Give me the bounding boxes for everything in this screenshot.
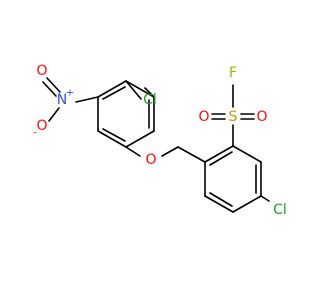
bond-n-o-top bbox=[46, 77, 61, 93]
atom-o-sulfonyl-left: O bbox=[198, 109, 209, 125]
atom-f-sulfonyl: F bbox=[229, 65, 237, 81]
atom-o-nitro-top: O bbox=[36, 63, 47, 79]
bond-ring1-b bbox=[97, 130, 127, 148]
atom-o-nitro-bottom-charge: - bbox=[33, 128, 37, 139]
bond-ring1-f bbox=[97, 80, 127, 98]
atom-labels: O N + O - Cl O S O O F Cl bbox=[33, 63, 287, 218]
atom-o-ether: O bbox=[145, 152, 156, 168]
bond-ring1-cl-b bbox=[125, 80, 142, 100]
atom-s-sulfonyl: S bbox=[229, 109, 238, 125]
atom-cl-right-ring: Cl bbox=[273, 202, 287, 218]
bond-ring1-nitro bbox=[75, 96, 99, 103]
bond-ring2-c bbox=[232, 195, 262, 213]
bond-ring1-c bbox=[125, 130, 155, 148]
bond-ring1-e bbox=[125, 80, 155, 98]
bond-ring2-f bbox=[204, 145, 234, 163]
bond-ring1-b-inner bbox=[102, 128, 126, 142]
atom-n-nitro-charge: + bbox=[66, 88, 74, 99]
molecule-structure: O N + O - Cl O S O O F Cl bbox=[33, 63, 287, 218]
bond-n-o-bottom bbox=[48, 107, 60, 122]
atom-o-sulfonyl-right: O bbox=[256, 109, 267, 125]
bond-ring1-cl bbox=[144, 87, 155, 98]
bonds bbox=[42, 77, 270, 213]
bond-ring2-e bbox=[232, 145, 262, 163]
bond-ring1-f-inner bbox=[102, 86, 126, 100]
atom-cl-left-ring: Cl bbox=[143, 92, 157, 108]
bond-n-o-top-double bbox=[42, 81, 57, 97]
bond-o-ch2 bbox=[161, 146, 179, 157]
bond-ring1-o bbox=[125, 146, 141, 157]
bond-ch2-ring2 bbox=[177, 146, 206, 163]
bond-ring2-b-inner bbox=[209, 192, 233, 207]
bond-ring2-b bbox=[204, 195, 234, 213]
bond-ring2-cl bbox=[260, 195, 270, 202]
atom-o-nitro-bottom: O bbox=[36, 118, 47, 134]
atom-n-nitro: N bbox=[57, 92, 67, 108]
bond-ring2-f-inner bbox=[209, 151, 233, 166]
